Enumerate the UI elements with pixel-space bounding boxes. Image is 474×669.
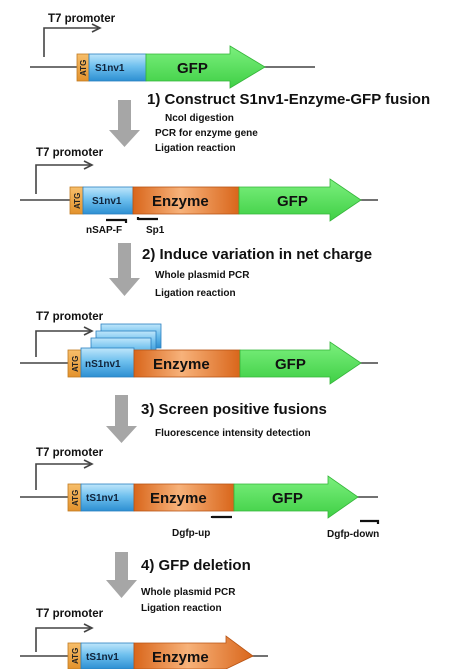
step-arrow-1 <box>109 100 140 147</box>
gfp-label-1: GFP <box>177 60 208 77</box>
promoter-label-4: T7 promoter <box>36 447 104 459</box>
enzyme-label-2: Enzyme <box>152 193 209 210</box>
atg-label-3: ATG <box>71 356 80 372</box>
enzyme-domain-4 <box>133 483 235 512</box>
promoter-label-3: T7 promoter <box>36 311 104 323</box>
primer-mark-right-2 <box>136 217 158 221</box>
step-arrow-3 <box>106 395 137 443</box>
atg-label-5: ATG <box>71 648 80 664</box>
gfp-arrow-3 <box>239 341 362 385</box>
primer-label-right-4: Dgfp-down <box>327 529 379 540</box>
enzyme-label-3: Enzyme <box>153 356 210 373</box>
enzyme-label-5: Enzyme <box>152 649 209 666</box>
step-arrow-2 <box>109 243 140 296</box>
step-arrow-4 <box>106 552 137 598</box>
promoter-label-5: T7 promoter <box>36 608 104 620</box>
enzyme-arrow-5 <box>133 635 254 669</box>
construct-5: T7 promoter ATG tS1nv1 Enzyme <box>20 608 268 669</box>
step-detail-4-1: Whole plasmid PCR <box>141 587 236 598</box>
construct-3: T7 promoter ATG nS1nv1 Enzyme GFP <box>20 311 378 385</box>
promoter-arrow-5 <box>35 627 90 652</box>
primer-label-left-2: nSAP-F <box>86 225 122 236</box>
promoter-arrow-1 <box>43 27 98 57</box>
atg-label-1: ATG <box>79 60 88 76</box>
gfp-label-4: GFP <box>272 490 303 507</box>
s1-label-4: tS1nv1 <box>86 493 119 504</box>
gfp-arrow-4 <box>233 475 359 519</box>
gfp-label-3: GFP <box>275 356 306 373</box>
primer-label-right-2: Sp1 <box>146 225 165 236</box>
s1-label-1: S1nv1 <box>95 63 125 74</box>
primer-label-left-4: Dgfp-up <box>172 528 210 539</box>
promoter-arrow-4 <box>35 463 90 490</box>
construct-4: T7 promoter ATG tS1nv1 Enzyme GFP Dgfp-u… <box>20 447 379 540</box>
promoter-label-2: T7 promoter <box>36 147 104 159</box>
s1-label-2: S1nv1 <box>92 196 122 207</box>
step-title-4: 4) GFP deletion <box>141 557 251 574</box>
step-4: 4) GFP deletion Whole plasmid PCR Ligati… <box>106 552 251 614</box>
step-1: 1) Construct S1nv1-Enzyme-GFP fusion Nco… <box>109 91 430 154</box>
s1-domain-5 <box>80 642 135 669</box>
primer-mark-left-4 <box>210 515 232 519</box>
step-3: 3) Screen positive fusions Fluorescence … <box>106 395 327 443</box>
enzyme-label-4: Enzyme <box>150 490 207 507</box>
step-title-1: 1) Construct S1nv1-Enzyme-GFP fusion <box>147 91 430 108</box>
gfp-label-2: GFP <box>277 193 308 210</box>
enzyme-domain-2 <box>132 186 240 215</box>
step-detail-2-1: Whole plasmid PCR <box>155 270 250 281</box>
gfp-arrow-1 <box>145 45 266 89</box>
primer-mark-left-2 <box>106 218 128 223</box>
step-detail-3-1: Fluorescence intensity detection <box>155 428 311 439</box>
construct-1: T7 promoter ATG S1nv1 GFP <box>30 13 315 89</box>
primer-mark-right-4 <box>360 519 380 524</box>
s1-domain-2 <box>82 186 134 215</box>
s1-label-5: tS1nv1 <box>86 652 119 663</box>
enzyme-domain-3 <box>133 349 241 378</box>
step-title-2: 2) Induce variation in net charge <box>142 246 372 263</box>
s1-domain-1 <box>88 53 147 82</box>
step-detail-1-1: NcoI digestion <box>165 113 234 124</box>
promoter-arrow-2 <box>35 164 90 194</box>
step-detail-1-2: PCR for enzyme gene <box>155 128 258 139</box>
step-detail-4-2: Ligation reaction <box>141 603 222 614</box>
s1-label-3: nS1nv1 <box>85 359 121 370</box>
step-detail-1-3: Ligation reaction <box>155 143 236 154</box>
gfp-arrow-2 <box>238 178 362 222</box>
promoter-label-1: T7 promoter <box>48 13 116 25</box>
promoter-arrow-3 <box>35 330 90 357</box>
step-detail-2-2: Ligation reaction <box>155 288 236 299</box>
s1-domain-4 <box>80 483 135 512</box>
atg-label-2: ATG <box>73 193 82 209</box>
construct-2: T7 promoter ATG S1nv1 Enzyme GFP nSAP-F … <box>20 147 378 236</box>
step-2: 2) Induce variation in net charge Whole … <box>109 243 372 299</box>
atg-label-4: ATG <box>71 490 80 506</box>
step-title-3: 3) Screen positive fusions <box>141 401 327 418</box>
s1-domain-3 <box>80 347 135 378</box>
